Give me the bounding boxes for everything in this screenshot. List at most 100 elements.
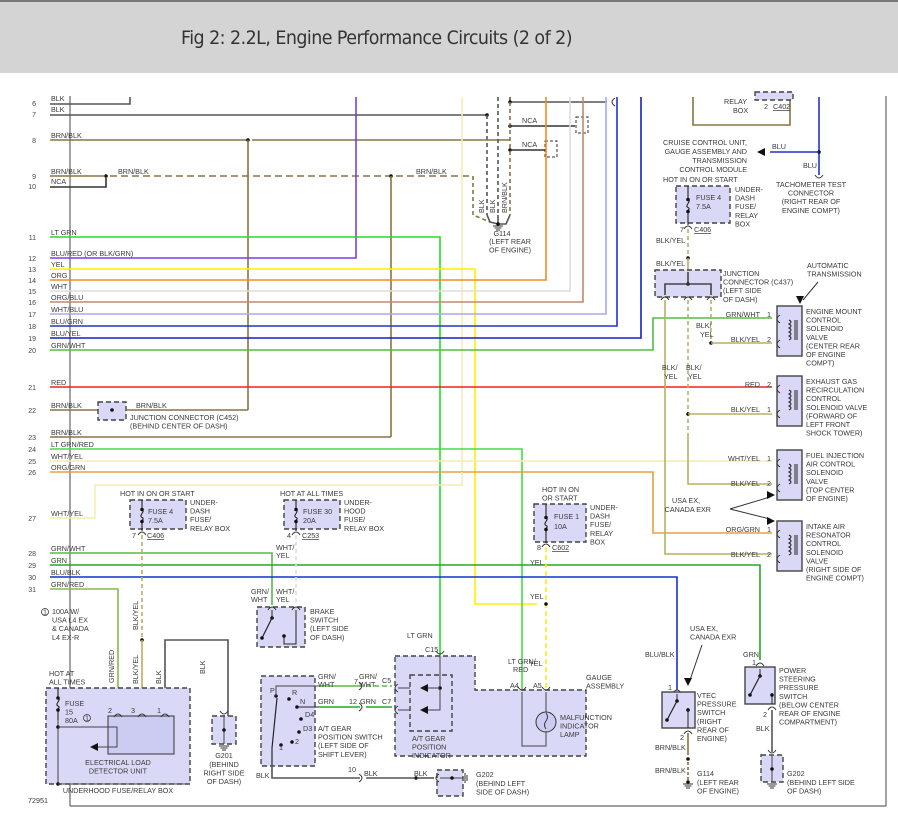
pin-label: 2	[767, 380, 771, 389]
option-note: CANADA EXR	[665, 505, 711, 514]
junction-connector-label: JUNCTION CONNECTOR (C452)	[130, 413, 239, 422]
pin-label: 2	[767, 550, 771, 559]
wire-label: GRN	[318, 697, 334, 706]
wire-label: BLK/YEL	[731, 335, 760, 344]
row-number: 9	[32, 174, 36, 181]
eld-label: DETECTOR UNIT	[89, 767, 148, 776]
at-switch-label: A/T GEAR	[318, 724, 351, 733]
junction-connector-label: OF DASH)	[723, 295, 757, 304]
egr-solenoid	[776, 375, 803, 427]
connector-terminal	[394, 705, 399, 715]
fuse-hot-label: HOT IN ON OR START	[120, 489, 195, 498]
splice-dot	[450, 776, 454, 780]
pin-label: 1	[752, 658, 756, 667]
wire-label: WHT	[359, 680, 376, 689]
engine-mount-solenoid-label: ENGINE MOUNT	[806, 307, 863, 316]
brake-switch-label: OF DASH)	[310, 633, 344, 642]
splice-dot	[686, 780, 690, 784]
row-wire-label: BLK	[51, 94, 65, 103]
cruise-label: TRANSMISSION	[692, 156, 747, 165]
connector-terminal	[358, 773, 363, 783]
power-steering-switch-label: PRESSURE	[779, 683, 819, 692]
at-switch-label: (LEFT SIDE OF	[318, 741, 369, 750]
wire-label: BLK	[256, 771, 270, 780]
connector-c602	[541, 543, 551, 548]
connector-terminal	[611, 97, 616, 107]
row-number: 27	[28, 516, 36, 523]
wire-label: YEL	[664, 372, 678, 381]
fuse-4-left	[129, 499, 187, 530]
row-wire-label: YEL	[51, 260, 65, 269]
gear-position-label: D4	[305, 710, 314, 719]
ground-location: RIGHT SIDE	[203, 769, 244, 778]
row-wire-label: ORG/BLU	[51, 293, 83, 302]
intake-air-solenoid-label: CONTROL	[806, 539, 841, 548]
arrow-to-cruise	[757, 148, 765, 156]
junction-connector-label: JUNCTION	[723, 269, 759, 278]
row-wire-label: GRN/RED	[51, 580, 84, 589]
fuse-box-label: RELAY BOX	[190, 524, 230, 533]
wire-label: GRN/	[318, 672, 336, 681]
pin-label: 4	[287, 531, 291, 540]
row-wire-label: GRN/WHT	[51, 544, 86, 553]
wire-relay-box	[692, 97, 791, 126]
fuse-terminal	[686, 197, 690, 202]
wire-label: GRN/WHT	[726, 310, 761, 319]
malfunction-indicator-lamp-label: INDICATOR	[560, 722, 599, 731]
note-marker: 1	[85, 714, 89, 723]
intake-air-solenoid	[776, 520, 803, 572]
row-wire-label: BRN/BLK	[51, 401, 82, 410]
egr-solenoid-label: LEFT FRONT	[806, 420, 851, 429]
egr-solenoid-label: RECIRCULATION	[806, 386, 864, 395]
fuse-box-label: FUSE/	[190, 515, 211, 524]
connector-nca-1	[575, 116, 589, 134]
egr-solenoid-label: SOLENOID VALVE	[806, 403, 867, 412]
pin-label: 1	[767, 405, 771, 414]
wire-row-20	[50, 317, 772, 351]
switch-blade	[666, 700, 678, 721]
fuse-hot-label: OR START	[542, 494, 578, 503]
row-wire-label: BLU/YEL	[51, 329, 81, 338]
nca-label: NCA	[522, 116, 537, 125]
ground-location: OF DASH)	[207, 777, 241, 786]
note-marker-icon	[83, 714, 91, 722]
pointer-arrow	[767, 517, 775, 525]
fuse-hot-label: HOT AT ALL TIMES	[280, 489, 343, 498]
fuse-box-label: RELAY	[735, 211, 758, 220]
ground-label: G114	[697, 769, 714, 778]
intake-air-solenoid-label: ENGINE COMPT)	[806, 574, 864, 583]
row-number: 17	[28, 312, 36, 319]
wire-label: BLK/YEL	[656, 236, 685, 245]
fuse-name: FUSE 30	[303, 507, 332, 516]
at-gear-position-switch	[260, 675, 316, 767]
pointer-line	[729, 508, 771, 520]
fuse-box-label: DASH	[735, 194, 755, 203]
row-number: 10	[28, 184, 36, 191]
connector-label: C5	[382, 676, 391, 685]
connector-terminal	[219, 710, 229, 715]
row-wire-label: GRN/WHT	[51, 341, 86, 350]
fuse-name: 80A	[65, 716, 78, 725]
vtec-switch-label: PRESSURE	[697, 700, 737, 709]
fuel-injection-solenoid-label: (TOP CENTER	[806, 485, 854, 494]
wire-label: BLK	[756, 724, 770, 733]
nca-label: NCA	[522, 140, 537, 149]
pin-label: 12	[349, 697, 357, 706]
fuse-terminal	[686, 209, 690, 214]
connector-label: C253	[302, 531, 319, 540]
solenoid-coil-icon	[787, 534, 792, 556]
wire-row-16	[50, 97, 584, 303]
gear-position-dot	[290, 740, 294, 744]
wire-label: BLK	[198, 660, 207, 674]
row-wire-label: ORG/GRN	[51, 463, 85, 472]
wire-label: BRN/BLK	[136, 401, 167, 410]
solenoid-coil-icon	[787, 319, 792, 341]
wire-label: BLK	[414, 769, 428, 778]
note-text: L4 EX-R	[52, 633, 79, 642]
wire-label: RED	[513, 665, 528, 674]
automatic-transmission-label: AUTOMATIC	[807, 261, 849, 270]
splice-dot	[665, 718, 669, 722]
connector-c406	[683, 225, 693, 230]
connector-terminal	[767, 706, 777, 711]
